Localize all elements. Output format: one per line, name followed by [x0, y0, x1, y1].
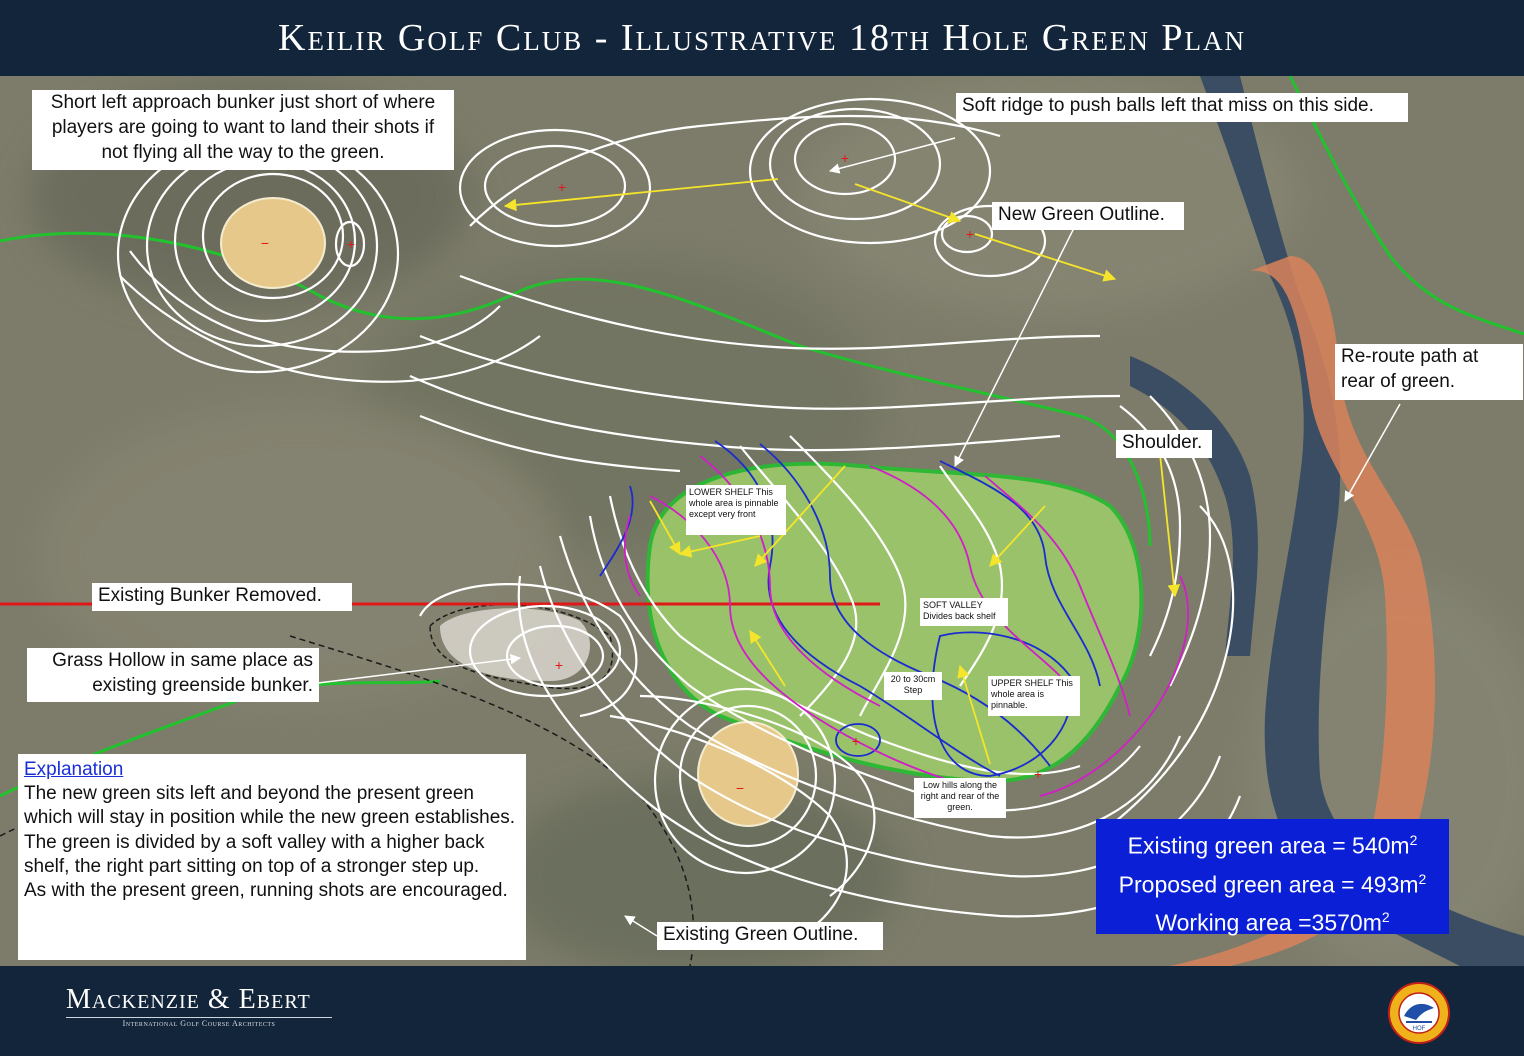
- marker-plus: +: [1034, 766, 1042, 782]
- working-area-text: Working area =3570m: [1155, 909, 1382, 936]
- explanation-heading: Explanation: [24, 759, 124, 780]
- working-area-row: Working area =3570m2: [1096, 901, 1449, 940]
- marker-minus: −: [736, 780, 744, 796]
- logo-mark: HOF: [1413, 1026, 1426, 1032]
- explanation-line: The green is divided by a soft valley wi…: [24, 831, 485, 877]
- bunker-note-callout: Short left approach bunker just short of…: [32, 90, 454, 170]
- level-markers: + + + + − + − + +: [261, 150, 1042, 796]
- existing-area-text: Existing green area = 540m: [1127, 832, 1410, 859]
- step-label: 20 to 30cm Step: [884, 672, 942, 700]
- yellow-arrows: [503, 178, 1181, 765]
- club-logo: HOF: [1388, 982, 1450, 1044]
- marker-plus: +: [555, 657, 563, 673]
- fairway-edge-right: [1288, 76, 1524, 336]
- explanation-panel: Explanation The new green sits left and …: [18, 754, 526, 960]
- upper-shelf-label: UPPER SHELF This whole area is pinnable.: [988, 676, 1080, 716]
- left-approach-bunker: [220, 197, 326, 289]
- area-summary-box: Existing green area = 540m2 Proposed gre…: [1096, 819, 1449, 936]
- footer-bar: Mackenzie & Ebert International Golf Cou…: [0, 966, 1524, 1056]
- firm-tagline: International Golf Course Architects: [122, 1019, 276, 1028]
- leader-arrows: [317, 137, 1401, 937]
- marker-plus: +: [852, 733, 860, 749]
- firm-divider: [66, 1017, 332, 1018]
- explanation-line: As with the present green, running shots…: [24, 880, 508, 902]
- proposed-area-row: Proposed green area = 493m2: [1096, 863, 1449, 902]
- plan-drawing: + + + + − + − + +: [0, 76, 1524, 966]
- grass-hollow-callout: Grass Hollow in same place as existing g…: [27, 648, 319, 702]
- plan-map: + + + + − + − + + Short left approach bu…: [0, 76, 1524, 966]
- new-outline-callout: New Green Outline.: [992, 202, 1184, 230]
- bunker-removed-callout: Existing Bunker Removed.: [92, 583, 352, 611]
- marker-minus: −: [261, 235, 269, 251]
- unit-superscript: 2: [1381, 909, 1390, 926]
- marker-plus: +: [347, 236, 355, 252]
- existing-area-row: Existing green area = 540m2: [1096, 824, 1449, 863]
- marker-plus: +: [966, 226, 974, 242]
- white-contours: [116, 97, 1242, 937]
- firm-name: Mackenzie & Ebert: [66, 984, 311, 1015]
- page-title: Keilir Golf Club - Illustrative 18th Hol…: [278, 17, 1246, 59]
- title-bar: Keilir Golf Club - Illustrative 18th Hol…: [0, 0, 1524, 76]
- low-hills-label: Low hills along the right and rear of th…: [914, 778, 1006, 818]
- existing-path: [1200, 76, 1524, 966]
- unit-superscript: 2: [1418, 870, 1427, 887]
- magenta-contours: [623, 455, 1189, 797]
- path-branch: [1130, 356, 1258, 656]
- lower-shelf-label: LOWER SHELF This whole area is pinnable …: [686, 485, 786, 535]
- soft-valley-label: SOFT VALLEY Divides back shelf: [920, 598, 1008, 626]
- explanation-line: The new green sits left and beyond the p…: [24, 783, 516, 829]
- reroute-path-callout: Re-route path at rear of green.: [1335, 344, 1523, 400]
- proposed-area-text: Proposed green area = 493m: [1118, 871, 1419, 898]
- existing-outline-callout: Existing Green Outline.: [657, 922, 883, 950]
- soft-ridge-callout: Soft ridge to push balls left that miss …: [956, 93, 1408, 122]
- marker-plus: +: [558, 179, 566, 195]
- marker-plus: +: [841, 150, 849, 166]
- unit-superscript: 2: [1409, 832, 1418, 848]
- shoulder-callout: Shoulder.: [1116, 430, 1212, 458]
